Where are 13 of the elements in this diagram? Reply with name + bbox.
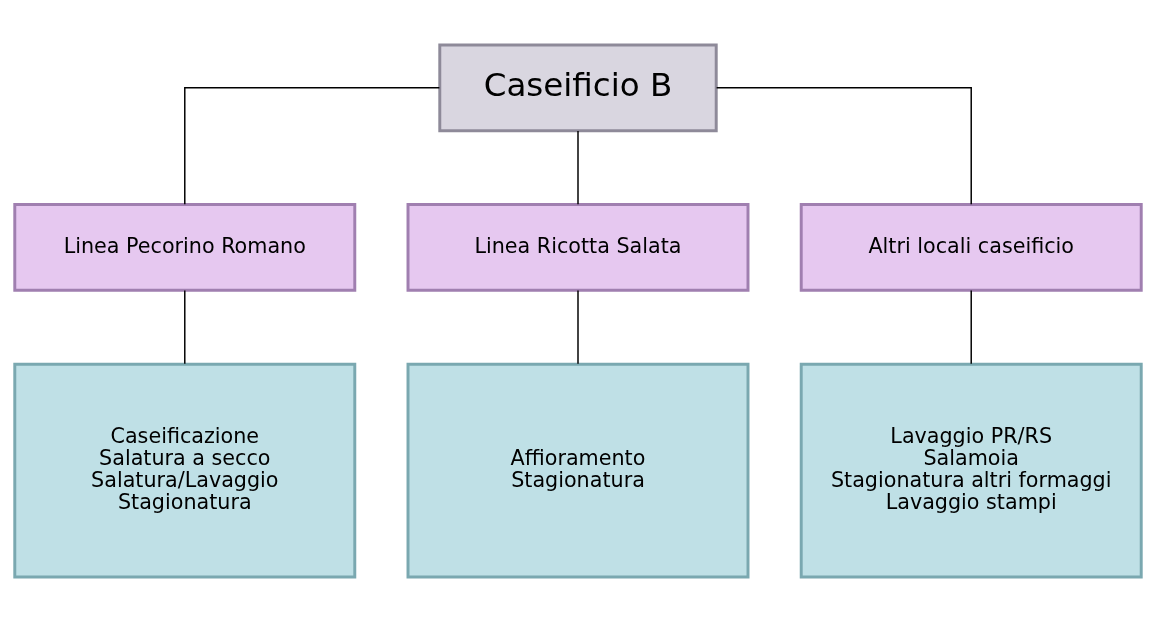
connector <box>184 289 186 365</box>
node-box: Linea Pecorino Romano <box>13 202 357 292</box>
node-box: Lavaggio PR/RS Salamoia Stagionatura altri formaggi Lavaggio stampi <box>799 362 1143 579</box>
node-box: Caseificazione Salatura a secco Salatura/Lavaggio Stagionatura <box>13 362 357 579</box>
node-box: Altri locali caseificio <box>799 202 1143 292</box>
connector <box>577 129 579 205</box>
node-box: Caseificio B <box>438 42 718 132</box>
node-box: Linea Ricotta Salata <box>406 202 750 292</box>
node-box: Affioramento Stagionatura <box>406 362 750 579</box>
connector <box>184 86 441 205</box>
connector <box>715 86 972 205</box>
connector <box>577 289 579 365</box>
connector <box>970 289 972 365</box>
